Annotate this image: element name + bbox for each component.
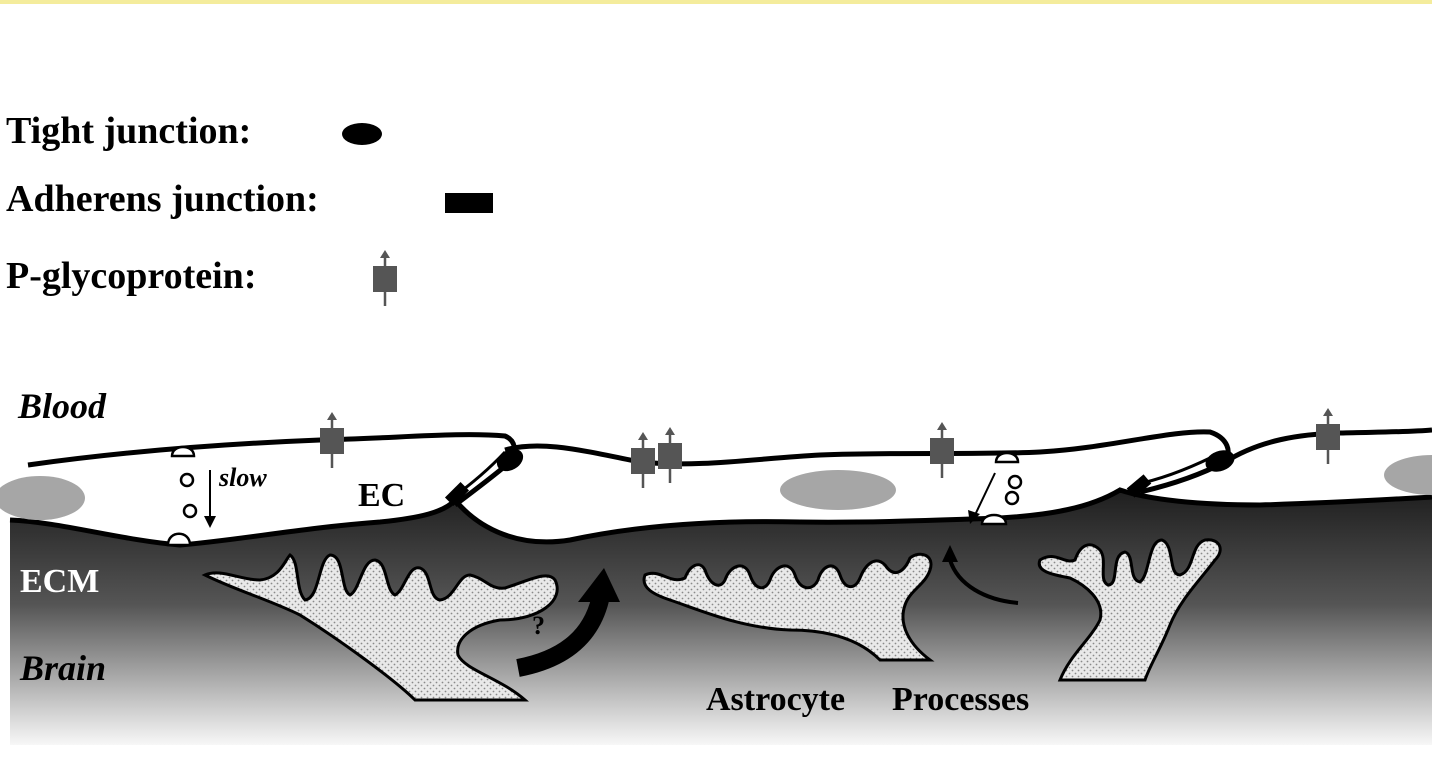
legend-p-glycoprotein-symbol bbox=[371, 248, 399, 308]
brain-label: Brain bbox=[19, 648, 106, 688]
abluminal-membrane bbox=[9, 487, 1432, 548]
blood-label: Blood bbox=[17, 386, 107, 426]
legend-p-glycoprotein-label: P-glycoprotein: bbox=[6, 255, 256, 297]
astrocyte-process-left bbox=[201, 553, 559, 702]
astrocyte-process-right bbox=[1037, 538, 1222, 682]
processes-label: Processes bbox=[892, 681, 1029, 718]
pathway-arrow-astrocyte bbox=[516, 568, 620, 677]
legend-adherens-junction-symbol bbox=[445, 193, 493, 213]
nucleus-center bbox=[780, 470, 896, 510]
vesicle-arrow-right bbox=[968, 472, 996, 524]
ec-label: EC bbox=[358, 477, 405, 514]
slow-label: slow bbox=[218, 463, 267, 492]
ecm-label: ECM bbox=[20, 563, 99, 600]
endothelial-cell-layer bbox=[10, 430, 1432, 545]
pathway-arrow-right bbox=[942, 545, 1019, 605]
nucleus-right bbox=[1384, 455, 1432, 495]
nucleus-left bbox=[0, 476, 85, 520]
legend-tight-junction-label: Tight junction: bbox=[6, 110, 251, 152]
question-mark-label: ? bbox=[532, 611, 545, 640]
top-border-strip bbox=[0, 0, 1432, 4]
vesicles-right bbox=[980, 451, 1023, 526]
slow-arrow bbox=[204, 470, 216, 528]
junction-complex-left bbox=[444, 448, 524, 507]
vesicles-left bbox=[166, 445, 198, 547]
astrocyte-process-center bbox=[642, 552, 935, 662]
junction-complex-right bbox=[1126, 450, 1235, 498]
astrocyte-label: Astrocyte bbox=[706, 681, 845, 718]
legend-adherens-junction-label: Adherens junction: bbox=[6, 178, 319, 220]
legend-tight-junction-symbol bbox=[342, 123, 382, 145]
